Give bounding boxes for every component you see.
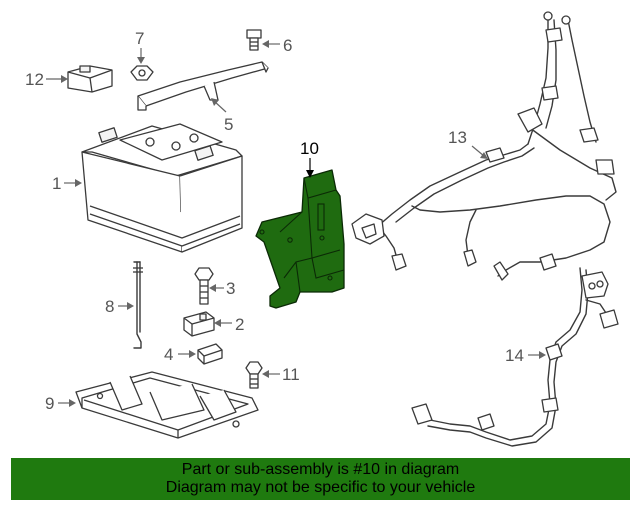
svg-text:1: 1: [52, 174, 61, 193]
part-5-hold-down[interactable]: [137, 61, 269, 111]
callout-9: 9: [45, 394, 76, 413]
svg-text:13: 13: [448, 128, 467, 147]
part-7-nut[interactable]: [130, 65, 154, 81]
svg-text:8: 8: [105, 297, 114, 316]
svg-text:4: 4: [164, 345, 173, 364]
svg-text:5: 5: [224, 115, 233, 134]
part-4-block[interactable]: [197, 343, 223, 365]
part-1-battery[interactable]: [81, 123, 243, 253]
callout-3: 3: [209, 279, 235, 298]
svg-text:10: 10: [300, 139, 319, 158]
svg-text:12: 12: [25, 70, 44, 89]
svg-text:14: 14: [505, 346, 524, 365]
callout-4: 4: [164, 345, 196, 364]
callout-10: 10: [300, 139, 319, 178]
svg-text:6: 6: [283, 36, 292, 55]
part-12-bracket[interactable]: [67, 65, 113, 93]
part-10-bracket-highlighted[interactable]: [255, 169, 345, 309]
callout-13: 13: [448, 128, 488, 159]
part-8-rod[interactable]: [133, 261, 143, 349]
part-3-bolt[interactable]: [194, 267, 214, 305]
part-9-tray[interactable]: [75, 371, 259, 439]
callout-8: 8: [105, 297, 134, 316]
svg-text:11: 11: [282, 365, 300, 384]
parts-diagram: 12 7 6 5: [25, 11, 619, 447]
callout-6: 6: [262, 36, 292, 55]
svg-text:2: 2: [235, 315, 244, 334]
callout-5: 5: [211, 98, 233, 134]
info-banner: Part or sub-assembly is #10 in diagram D…: [11, 458, 630, 500]
part-13-harness[interactable]: [351, 11, 617, 281]
part-11-bolt[interactable]: [245, 361, 263, 389]
svg-text:3: 3: [226, 279, 235, 298]
callout-12: 12: [25, 70, 68, 89]
banner-line-2: Diagram may not be specific to your vehi…: [165, 479, 476, 496]
callout-7: 7: [135, 29, 145, 64]
svg-text:7: 7: [135, 29, 144, 48]
banner-line-1: Part or sub-assembly is #10 in diagram: [181, 461, 460, 478]
callout-14: 14: [505, 346, 546, 365]
callout-2: 2: [214, 315, 244, 334]
svg-text:9: 9: [45, 394, 54, 413]
callout-1: 1: [52, 174, 82, 193]
part-2-clamp[interactable]: [183, 311, 215, 337]
part-6-bolt[interactable]: [246, 29, 262, 51]
callout-11: 11: [262, 365, 300, 384]
part-14-cable[interactable]: [411, 267, 619, 447]
